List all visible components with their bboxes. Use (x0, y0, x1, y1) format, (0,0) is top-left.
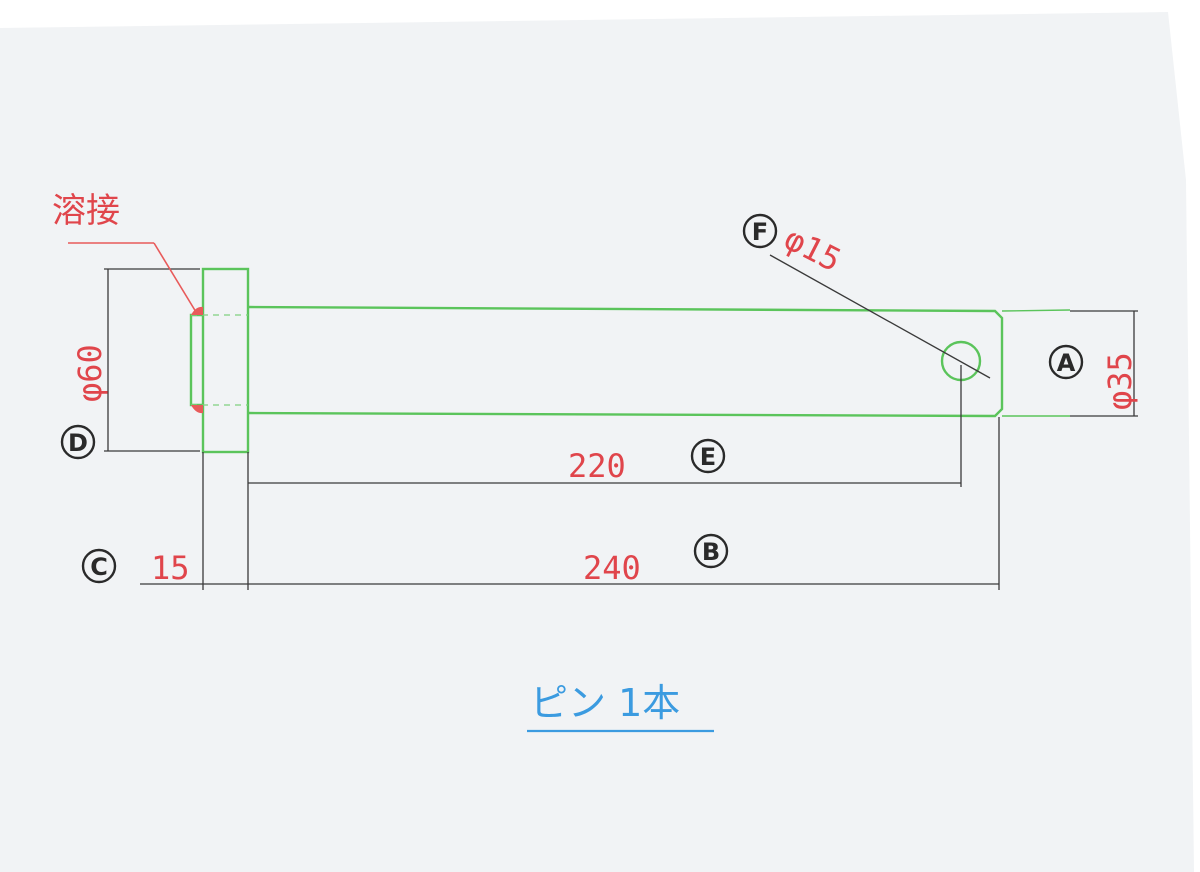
weld-label: 溶接 (52, 191, 120, 231)
dimension-lines (104, 254, 1138, 590)
part-title: ピン 1本 (530, 681, 680, 725)
pin-shaft (247, 305, 1004, 418)
marker-a: A (1048, 344, 1084, 380)
hole-position-label: 220 (568, 447, 626, 485)
marker-b: B (693, 533, 729, 569)
weld-beads (191, 306, 203, 414)
pin-head (201, 267, 250, 454)
shaft-diameter-label: φ35 (1101, 352, 1139, 410)
head-diameter-label: φ60 (71, 344, 109, 402)
marker-d: D (60, 424, 96, 460)
marker-e-letter: E (700, 443, 716, 471)
marker-b-letter: B (702, 538, 720, 566)
marker-f-letter: F (752, 218, 768, 246)
weld-leader (68, 242, 197, 313)
marker-e: E (690, 438, 726, 474)
weld-bead-top (191, 306, 203, 315)
marker-f: F (742, 213, 778, 249)
marker-c: C (81, 548, 117, 584)
hidden-lines (191, 314, 248, 406)
marker-c-letter: C (90, 553, 108, 581)
hole-leader (769, 254, 991, 379)
paper-sheet (0, 12, 1194, 872)
overall-length-label: 240 (583, 549, 641, 587)
marker-a-letter: A (1057, 349, 1076, 377)
head-thickness-label: 15 (151, 549, 190, 587)
marker-d-letter: D (68, 429, 88, 457)
shaft-top-extension (1001, 309, 1071, 312)
weld-bead-bottom (191, 405, 203, 414)
